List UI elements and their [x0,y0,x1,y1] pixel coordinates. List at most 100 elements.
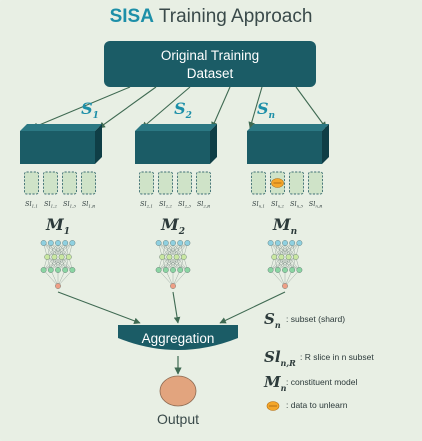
net-node [44,254,51,260]
fan-arrow [141,86,191,129]
slice-label: Sl2,R [197,200,210,209]
net-edge [284,269,293,287]
shard-label: Sn [257,99,275,121]
net-node [267,267,274,273]
slice-box [139,171,154,195]
output-label: Output [157,411,199,427]
legend-text: : data to unlearn [286,400,348,410]
net-edge [61,242,73,258]
model-aggregation-arrow [172,291,181,324]
slice-label: Sl1,R [82,200,95,209]
legend-symbol: Mn [263,373,287,393]
title-accent: SISA [110,6,155,27]
net-node [177,267,184,273]
net-node [170,283,176,289]
net-node [155,240,162,246]
net-node [155,267,162,273]
shard-box-side [210,124,217,164]
legend-row: Sln,R : R slice in n subset [264,348,374,368]
net-node [166,254,173,260]
net-node [170,240,176,246]
slice-label: Sln,1 [252,200,265,209]
fan-out-arrows [31,86,327,129]
net-node [296,267,303,273]
net-edge [270,256,296,271]
legend-row: Mn: constituent model [263,373,357,393]
net-node [180,254,187,260]
net-node [58,254,65,260]
net-edge [43,256,69,271]
net-node [62,267,69,273]
net-edge [277,256,296,271]
net-edge [162,242,174,258]
slice-box [177,171,192,195]
neural-net-icon [267,240,303,289]
net-edge [288,242,300,258]
net-edge [43,269,59,287]
net-node [69,240,76,246]
slice-label: Sl2,1 [140,200,153,209]
dataset-line2: Dataset [187,66,234,81]
net-edge [47,242,59,258]
legend-symbol: Sn [264,310,281,330]
net-node [296,240,303,246]
net-node [62,240,69,246]
shard-box-front [20,131,95,164]
net-node [289,240,296,246]
net-node [282,283,288,289]
shard-label: S1 [81,99,99,121]
net-node [285,254,292,260]
legend-text: : constituent model [286,377,357,387]
net-node [65,254,72,260]
net-edge [169,242,188,258]
slice-label: Sl2,2 [159,200,172,209]
model-aggregation-arrow [219,291,286,324]
original-dataset-box: Original Training Dataset [104,41,316,87]
net-edge [270,269,286,287]
net-edge [274,242,300,258]
net-edge [284,269,300,287]
slice-label: Sln,3 [290,200,303,209]
net-node [51,254,58,260]
net-edge [165,256,184,271]
shard-box-front [135,131,210,164]
shard-box-top [20,124,102,131]
net-edge [57,269,66,287]
net-node [282,267,288,273]
net-node [55,267,61,273]
aggregation-node: Aggregation [118,325,238,350]
net-edge [57,269,73,287]
net-edge [172,269,188,287]
legend-row: : data to unlearn [266,400,348,411]
shard-label: S2 [174,99,192,121]
legend-text: : R slice in n subset [300,352,374,362]
net-edge [172,269,181,287]
slice-label: Sln,2 [271,200,284,209]
net-edge [50,269,59,287]
net-edge [43,256,62,271]
net-node [184,267,191,273]
shard-box-top [247,124,329,131]
net-node [55,240,61,246]
net-edge [274,242,286,258]
net-node [40,240,47,246]
shard-box-top [135,124,217,131]
net-node [162,267,169,273]
fan-arrow [211,86,231,129]
net-node [177,240,184,246]
slice-label: Sl1,3 [63,200,76,209]
neural-net-icon [40,240,76,289]
net-edge [47,242,66,258]
net-node [47,240,54,246]
title-rest: Training Approach [154,6,312,27]
net-edge [176,242,188,258]
legend-symbol: Sln,R [264,348,296,368]
slice-box [24,171,39,195]
legend-text: : subset (shard) [286,314,345,324]
net-node [282,240,288,246]
